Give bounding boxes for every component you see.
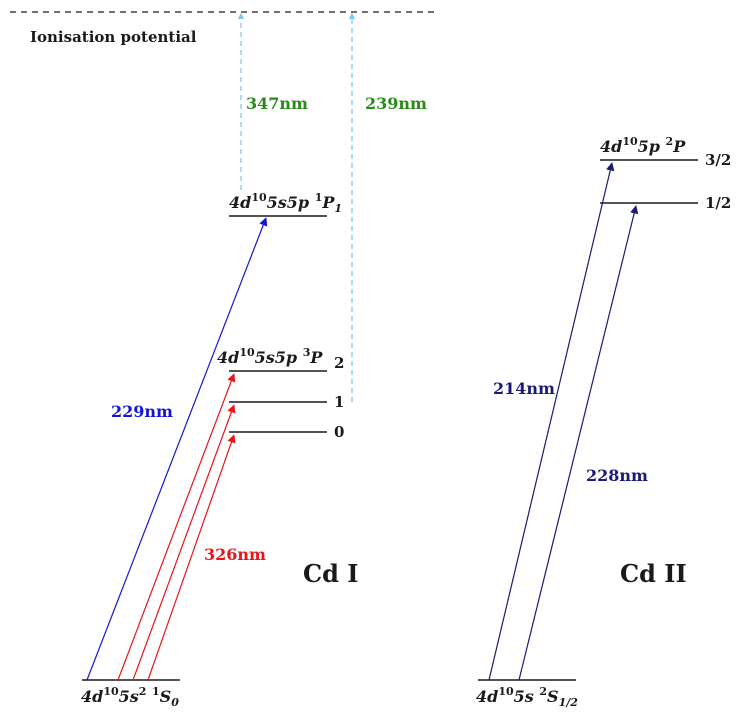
cd1-3p1-j-label: 1 xyxy=(334,393,345,411)
cd2-2p32-j-label: 3/2 xyxy=(705,151,732,169)
wavelength-326nm-label: 326nm xyxy=(204,545,266,564)
wavelength-239nm-label: 239nm xyxy=(365,94,427,113)
wavelength-214nm-label: 214nm xyxy=(493,379,555,398)
wavelength-228nm-label: 228nm xyxy=(586,466,648,485)
cd2-title: Cd II xyxy=(620,559,687,588)
cd1-3p0-j-label: 0 xyxy=(334,423,345,441)
cd1-1p1-config-label: 4d105s5p 1P1 xyxy=(229,191,343,215)
transition-228nm-arrow xyxy=(518,205,639,681)
transition-229nm-arrow xyxy=(86,217,268,681)
cd2-2p12-j-label: 1/2 xyxy=(705,194,732,212)
cd1-3p-config-label: 4d105s5p 3P xyxy=(217,346,323,367)
transition-326nm-arrow-3p2 xyxy=(117,373,236,681)
cd1-ground-config-label: 4d105s2 1S0 xyxy=(81,685,179,709)
cd2-2p-config-label: 4d105p 2P xyxy=(600,135,686,156)
cd2-ground-config-label: 4d105s 2S1/2 xyxy=(476,685,578,709)
ionisation-potential-label: Ionisation potential xyxy=(30,28,197,46)
transition-326nm-arrow-3p1 xyxy=(132,404,236,681)
cd1-title: Cd I xyxy=(303,559,359,588)
transition-214nm-arrow xyxy=(488,162,615,681)
transition-326nm-arrow-3p0 xyxy=(147,434,236,681)
cd1-3p2-j-label: 2 xyxy=(334,354,345,372)
wavelength-347nm-label: 347nm xyxy=(246,94,308,113)
wavelength-229nm-label: 229nm xyxy=(111,402,173,421)
